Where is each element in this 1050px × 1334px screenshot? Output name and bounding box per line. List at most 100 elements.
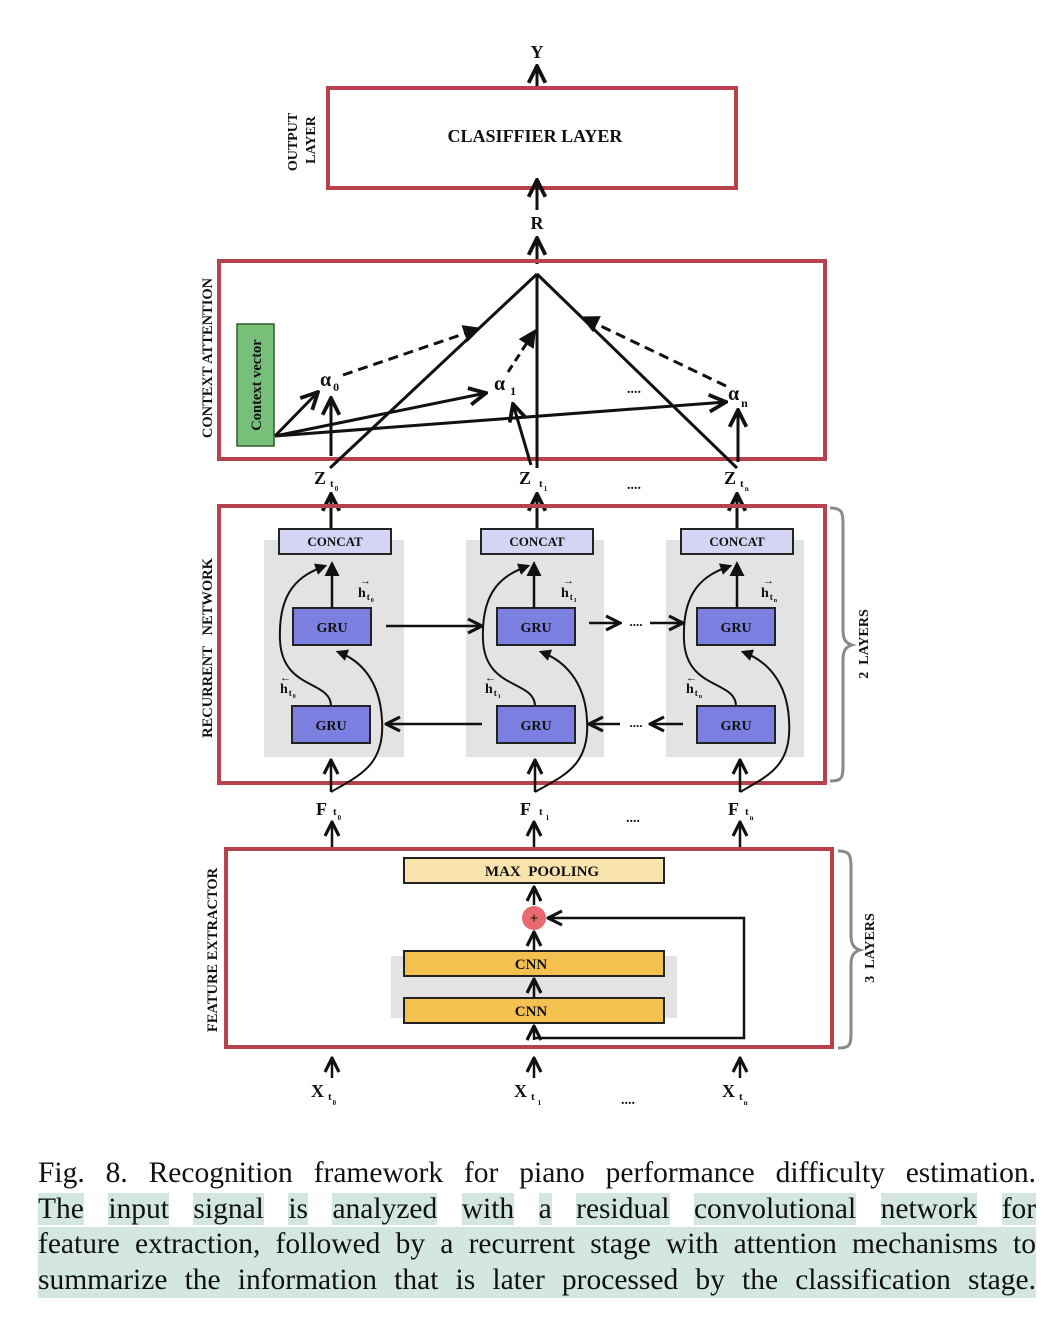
z0-to-r-line (328, 272, 539, 470)
forward-gru-label-n: GRU (720, 621, 751, 636)
residual-sum-symbol: + (530, 911, 539, 927)
caption-line-2: The input signal is analyzed with a resi… (38, 1192, 1037, 1228)
recurrent-brace-label: 2 LAYERS (857, 609, 872, 679)
forward-gru-label-0: GRU (316, 621, 347, 636)
timestep-n-cell: CONCAT GRU GRU htn → htn ← (680, 528, 794, 793)
bgru1-to-concat1-curve (481, 563, 536, 707)
h-forward-t0-label: ht0 (358, 586, 374, 604)
concat-box-n (680, 528, 794, 555)
output-layer: Y CLASIFFIER LAYER OUTPUT LAYER R (286, 42, 738, 264)
maxpool-label: MAX POOLING (485, 864, 599, 880)
feature-side-label: FEATURE EXTRACTOR (205, 867, 221, 1032)
feature-brace-label: 3 LAYERS (863, 913, 878, 983)
caption-highlighted-word: is (288, 1192, 308, 1225)
alphan-dashed-line (580, 316, 727, 388)
attention-output-r-label: R (531, 213, 545, 233)
forward-gru-box-1 (496, 607, 576, 646)
f-ellipsis: .... (626, 811, 640, 826)
backward-gru-box-0 (291, 705, 371, 744)
caption-highlighted-word: analyzed (332, 1192, 438, 1225)
forward-gru-box-0 (292, 607, 372, 646)
f0-to-fgru0-curve (330, 649, 384, 793)
caption-highlighted-word: for (1001, 1192, 1037, 1225)
backward-gru-label-1: GRU (520, 719, 551, 734)
context-to-alphan-arrow (274, 402, 726, 438)
alpha1-dashed-line (506, 328, 536, 373)
cnn-label-lower: CNN (515, 1004, 548, 1020)
h-forward-t1-label: ht1 (561, 586, 577, 604)
feature-extractor-layer: FEATURE EXTRACTOR MAX POOLING + CNN CNN … (205, 847, 878, 1050)
forward-gru-label-1: GRU (520, 621, 551, 636)
z1-to-alpha1-arrow (513, 404, 533, 466)
h-forward-arrow-t1: → (563, 575, 574, 587)
zn-to-r-line (535, 272, 739, 470)
context-to-alpha1-arrow (274, 393, 486, 438)
caption-highlighted-word: network (880, 1192, 978, 1225)
bgru0-to-concat0-curve (278, 563, 332, 707)
context-vector-box (236, 323, 275, 447)
output-y-label: Y (531, 42, 544, 62)
caption-line-4: summarize the information that is later … (38, 1262, 1036, 1298)
timestep-0-cell: CONCAT GRU GRU ht0 → ht0 ← (278, 528, 392, 793)
recurrent-network-box (217, 504, 827, 785)
h-forward-arrow-tn: → (763, 575, 774, 587)
caption-highlighted-word: residual (576, 1192, 670, 1225)
z-ellipsis: .... (627, 478, 641, 493)
h-backward-t1-label: ht1 (485, 682, 501, 700)
architecture-diagram: Y CLASIFFIER LAYER OUTPUT LAYER R CONTEX… (200, 42, 878, 1108)
caption-highlighted-word: convolutional (693, 1192, 857, 1225)
bgrun-to-concatn-curve (682, 563, 737, 707)
caption-line-3: feature extraction, followed by a recurr… (38, 1227, 1036, 1263)
backward-gru-label-0: GRU (315, 719, 346, 734)
backward-gru-box-1 (496, 705, 576, 744)
concat-label-1: CONCAT (509, 534, 565, 549)
figure-caption: Fig. 8. Recognition framework for piano … (38, 1156, 1037, 1298)
output-side-label-2: LAYER (304, 115, 319, 164)
context-vector-label: Context vector (249, 339, 265, 431)
recurrent-layers-brace (829, 506, 857, 783)
concat-label-0: CONCAT (307, 534, 363, 549)
fn-to-fgrun-curve (739, 649, 791, 793)
attention-side-label: CONTEXT ATTENTION (200, 277, 216, 438)
alpha0-dashed-line (342, 325, 482, 377)
recurrent-side-label: RECURRENT NETWORK (200, 557, 216, 738)
maxpool-box (403, 857, 665, 884)
caption-highlighted-word: signal (193, 1192, 264, 1225)
backward-gru-box-n (696, 705, 776, 744)
concat-box-1 (480, 528, 594, 555)
h-backward-t0-label: ht0 (280, 682, 296, 700)
h-backward-tn-label: htn (686, 682, 703, 700)
forward-gru-box-n (696, 607, 776, 646)
feature-extractor-box (224, 847, 834, 1049)
caption-highlighted-word: with (461, 1192, 515, 1225)
x-ellipsis: .... (621, 1093, 635, 1108)
output-side-label-1: OUTPUT (286, 112, 301, 171)
forward-arrow-ellipsis: .... (630, 614, 643, 629)
h-backward-arrow-tn: ← (686, 672, 697, 684)
residual-sum-node (522, 906, 546, 930)
h-forward-arrow-t0: → (360, 575, 371, 587)
classifier-layer-label: CLASIFFIER LAYER (448, 126, 624, 146)
backward-arrow-ellipsis: .... (630, 715, 643, 730)
recurrent-network-layer: RECURRENT NETWORK CONCAT GRU GRU ht0 → h… (200, 504, 872, 793)
caption-highlighted-word: input (108, 1192, 169, 1225)
backward-gru-label-n: GRU (720, 719, 751, 734)
h-backward-arrow-t1: ← (485, 672, 496, 684)
concat-label-n: CONCAT (709, 534, 765, 549)
h-forward-tn-label: htn (761, 586, 778, 604)
context-attention-box (217, 259, 827, 461)
cnn-label-upper: CNN (515, 957, 548, 973)
